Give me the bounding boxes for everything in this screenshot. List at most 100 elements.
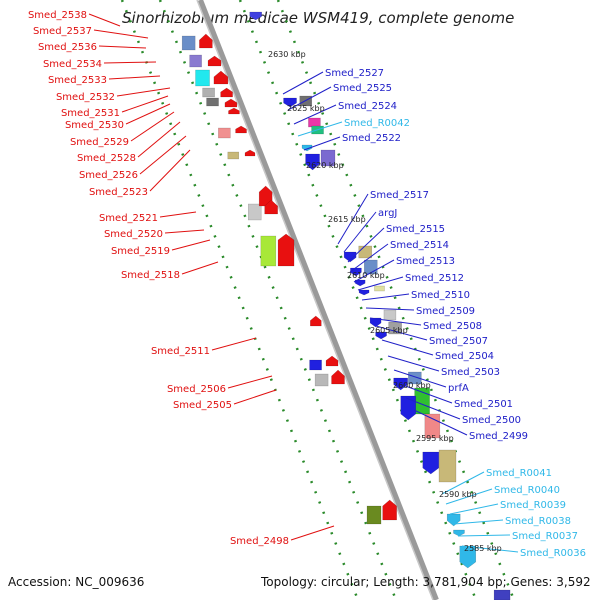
position-tick-label: 2620 kbp	[306, 161, 344, 170]
gene-arrow-reverse	[228, 107, 240, 115]
forward-label-leader	[282, 71, 324, 95]
forward-label-leader	[347, 227, 385, 263]
reverse-gene-label: Smed_2520	[104, 229, 163, 240]
forward-label-leader	[413, 409, 468, 436]
gene-arrow-reverse	[264, 199, 278, 215]
gene-arrow-reverse	[199, 33, 213, 49]
position-tick-label: 2610 kbp	[347, 271, 385, 280]
forward-gene-label: argJ	[378, 208, 397, 219]
label-leader-lines	[88, 13, 519, 553]
forward-gene-label: Smed_2499	[469, 431, 528, 442]
gene-arrow-forward	[369, 317, 382, 328]
reverse-label-leader	[137, 121, 181, 158]
reverse-label-leader	[108, 75, 161, 80]
gene-feature-box	[202, 87, 215, 98]
gene-feature-box	[388, 321, 402, 335]
gene-feature-box	[309, 359, 322, 371]
reverse-gene-label: Smed_2519	[111, 246, 170, 257]
gene-feature-box	[189, 54, 202, 68]
reverse-gene-label: Smed_2526	[79, 170, 138, 181]
rna-gene-label: Smed_R0037	[512, 531, 578, 542]
forward-label-leader	[343, 211, 377, 253]
gene-feature-box	[374, 285, 385, 292]
forward-label-leader	[393, 369, 447, 388]
gene-arrow-reverse	[224, 98, 238, 108]
forward-label-leader	[441, 471, 485, 495]
forward-label-leader	[457, 534, 511, 537]
reverse-label-leader	[121, 95, 169, 113]
gene-arrow-reverse	[207, 55, 222, 67]
gene-feature-box	[383, 309, 397, 321]
reverse-gene-label: Smed_2537	[33, 26, 92, 37]
reverse-label-leader	[98, 45, 147, 49]
reverse-gene-label: Smed_2536	[38, 42, 97, 53]
gene-arrow-forward	[375, 331, 387, 340]
gene-feature-box	[247, 203, 262, 221]
forward-label-leader	[461, 545, 519, 553]
forward-label-leader	[387, 355, 440, 372]
reverse-gene-label: Smed_2532	[56, 92, 115, 103]
accession-text: Accession: NC_009636	[8, 575, 145, 589]
gene-arrow-forward	[400, 395, 417, 421]
reverse-label-leader	[181, 261, 219, 275]
gene-feature-box	[320, 149, 336, 167]
position-tick-label: 2630 kbp	[268, 50, 306, 59]
gene-arrow-forward	[459, 545, 477, 569]
forward-gene-label: Smed_2524	[338, 101, 397, 112]
gene-feature-box	[493, 589, 511, 600]
gene-feature-box	[206, 97, 219, 107]
forward-gene-label: Smed_2525	[333, 83, 392, 94]
forward-label-leader	[453, 519, 504, 525]
gene-feature-box	[314, 373, 329, 387]
gene-arrow-reverse	[277, 233, 295, 267]
reverse-label-leader	[103, 61, 157, 64]
forward-label-leader	[349, 243, 389, 273]
gene-feature-box	[218, 127, 231, 139]
forward-label-leader	[337, 193, 369, 245]
reverse-label-leader	[211, 337, 257, 351]
forward-gene-label: Smed_2527	[325, 68, 384, 79]
position-tick-label: 2590 kbp	[439, 490, 477, 499]
position-tick-label: 2615 kbp	[328, 215, 366, 224]
reverse-gene-label: Smed_2505	[173, 400, 232, 411]
forward-label-leader	[375, 325, 428, 341]
forward-gene-label: Smed_2509	[416, 306, 475, 317]
forward-gene-label: Smed_2515	[386, 224, 445, 235]
gene-arrow-reverse	[382, 499, 397, 521]
gene-feature-box	[408, 371, 422, 385]
position-tick-label: 2600 kbp	[393, 381, 431, 390]
forward-gene-label: Smed_2510	[411, 290, 470, 301]
position-tick-label: 2585 kbp	[464, 544, 502, 553]
gene-feature-box	[438, 449, 457, 483]
gene-feature-box	[195, 69, 210, 87]
topology-text: Topology: circular; Length: 3,781,904 bp…	[261, 575, 591, 589]
reverse-gene-label: Smed_2530	[65, 120, 124, 131]
gene-arrow-reverse	[325, 355, 339, 367]
reverse-label-leader	[159, 211, 197, 218]
reverse-gene-label: Smed_2521	[99, 213, 158, 224]
reverse-label-leader	[227, 375, 273, 389]
reverse-label-leader	[93, 29, 149, 39]
forward-label-leader	[365, 307, 415, 311]
position-tick-label: 2595 kbp	[416, 434, 454, 443]
forward-label-leader	[293, 104, 337, 125]
rna-gene-label: Smed_R0039	[500, 500, 566, 511]
forward-gene-label: Smed_2514	[390, 240, 449, 251]
reverse-gene-label: Smed_2531	[61, 108, 120, 119]
forward-label-leader	[357, 276, 404, 291]
gene-feature-box	[366, 505, 382, 525]
rna-gene-label: Smed_R0038	[505, 516, 571, 527]
gene-arrow-reverse	[220, 87, 233, 98]
genome-backbone	[197, 0, 439, 600]
map-title: Sinorhizobium medicae WSM419, complete g…	[122, 9, 515, 27]
reverse-gene-label: Smed_2533	[48, 75, 107, 86]
gene-arrow-forward	[422, 451, 440, 475]
rna-gene-label: Smed_R0041	[486, 468, 552, 479]
forward-label-leader	[369, 317, 422, 326]
reverse-gene-label: Smed_2518	[121, 270, 180, 281]
rna-gene-label: Smed_R0040	[494, 485, 560, 496]
gene-features	[181, 11, 511, 600]
reverse-gene-label: Smed_2523	[89, 187, 148, 198]
gene-labels: Smed_2538Smed_2537Smed_2536Smed_2534Smed…	[28, 10, 586, 559]
gene-feature-box	[227, 151, 240, 160]
